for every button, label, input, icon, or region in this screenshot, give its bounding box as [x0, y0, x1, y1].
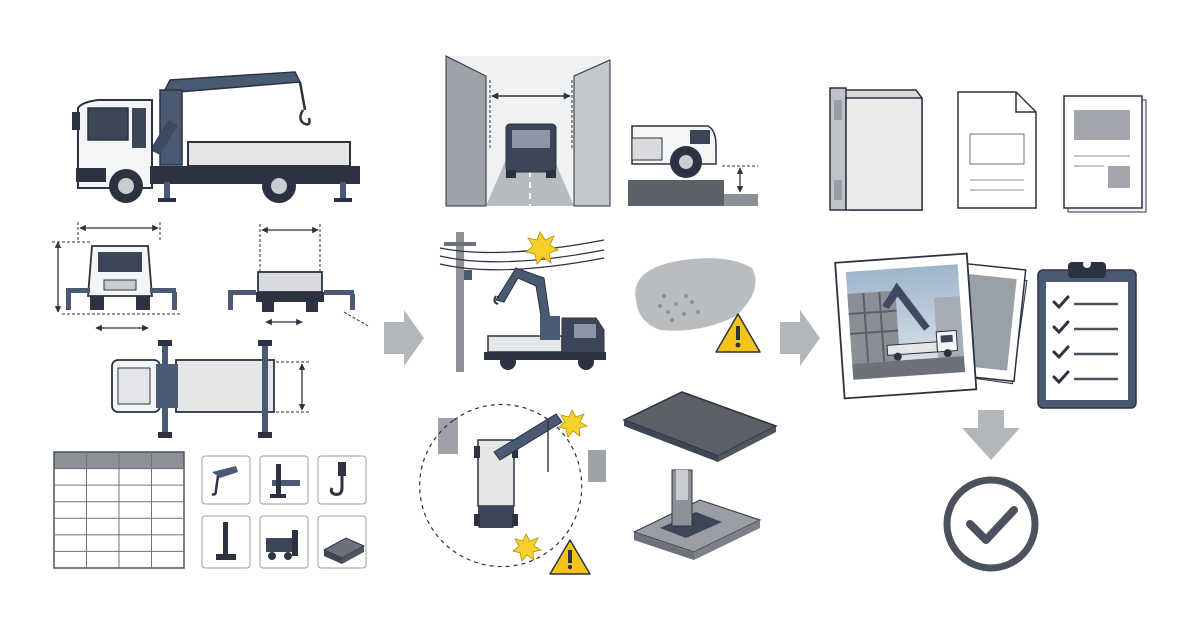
photo-report-icon — [1063, 95, 1147, 213]
outrigger-leg-icon — [259, 455, 309, 505]
outrigger-mat-icon — [632, 469, 762, 560]
forklift-attachment-icon — [259, 515, 309, 569]
approved-check-icon — [943, 476, 1039, 572]
stage-documentation-approval — [829, 87, 1147, 572]
stage-site-assessment — [419, 55, 778, 575]
flow-arrow-down — [962, 410, 1020, 460]
crane-truck-side-view — [72, 71, 360, 203]
pallet-icon — [317, 515, 367, 569]
flow-arrow-right-1 — [384, 310, 424, 366]
checklist-checkmark-icon — [1052, 320, 1070, 335]
checklist-clipboard-icon — [1037, 260, 1137, 409]
truck-rear-view-dimensions — [228, 224, 369, 327]
stage-vehicle-specifications — [52, 71, 369, 569]
outrigger-pad-icon — [201, 515, 251, 569]
truck-top-view-outriggers — [111, 340, 310, 438]
road-width-clearance-panel — [445, 55, 611, 207]
power-line-hazard-icon — [439, 231, 606, 372]
swing-radius-hazard-icon — [419, 403, 606, 575]
flow-arrow-right-2 — [780, 310, 820, 366]
site-photos-stack — [834, 252, 1028, 400]
form-document-icon — [957, 91, 1037, 209]
checklist-checkmark-icon — [1052, 345, 1070, 360]
hook-attachment-icon — [201, 455, 251, 505]
spec-table — [53, 451, 185, 569]
ground-plate-icon — [622, 391, 778, 462]
checklist-checkmark-icon — [1052, 295, 1070, 310]
soft-ground-warning-icon — [635, 258, 761, 353]
crane-hook-icon — [317, 455, 367, 505]
curb-height-panel — [628, 125, 758, 206]
attachment-icon-grid — [201, 455, 367, 569]
checklist-checkmark-icon — [1052, 370, 1070, 385]
manual-binder-icon — [829, 87, 923, 211]
truck-front-view-dimensions — [52, 222, 180, 332]
